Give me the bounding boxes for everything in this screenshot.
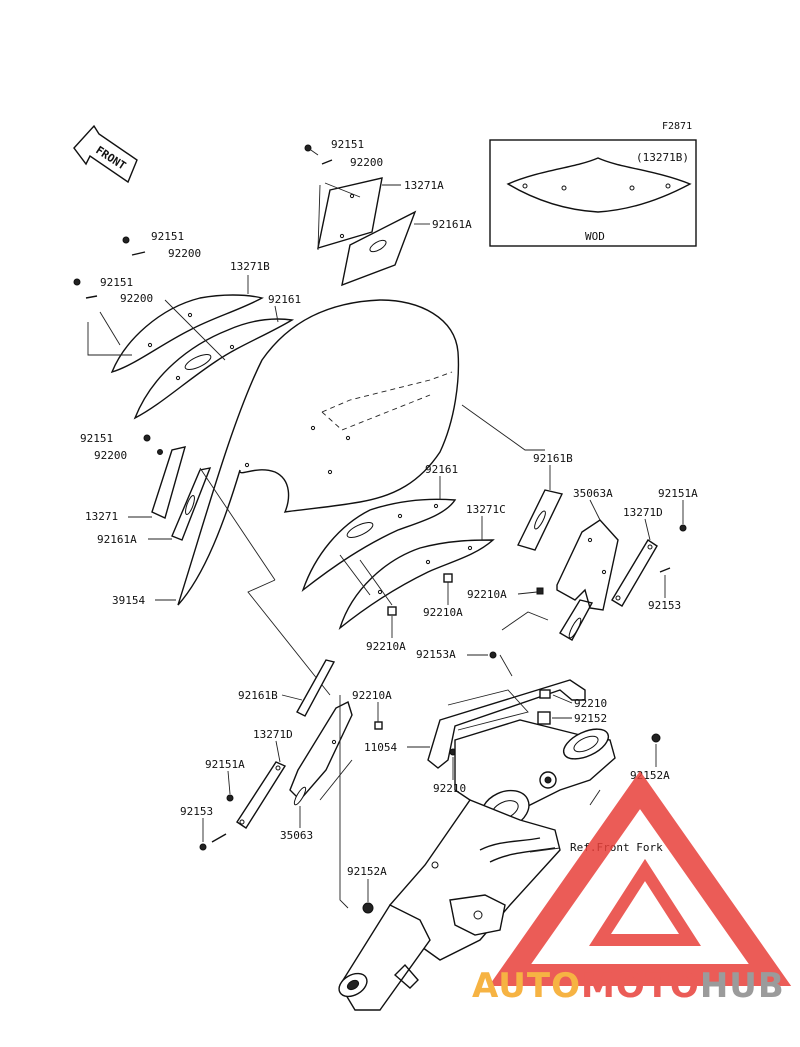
front-fork-assembly — [338, 719, 616, 1011]
label-92200-left2: 92200 — [120, 292, 153, 305]
label-35063: 35063 — [280, 829, 313, 842]
label-92200-top: 92200 — [350, 156, 383, 169]
label-92161a-mid: 92161A — [97, 533, 137, 546]
inset-part-ref: (13271B) — [636, 151, 689, 164]
panel-13271c — [338, 539, 495, 630]
label-92151-left2: 92151 — [100, 276, 133, 289]
label-92161b-right: 92161B — [533, 452, 573, 465]
part-labels: 92151 92200 13271A 92161A 92151 92200 13… — [80, 138, 698, 902]
label-13271: 13271 — [85, 510, 118, 523]
label-92210a-3: 92210A — [366, 640, 406, 653]
svg-text:AUTOMOTOHUB: AUTOMOTOHUB — [472, 966, 785, 1006]
watermark-auto: AUTO — [472, 966, 581, 1006]
label-92200-left1: 92200 — [168, 247, 201, 260]
label-13271d-right: 13271D — [623, 506, 663, 519]
label-92161-lower: 92161 — [425, 463, 458, 476]
label-92151a-lower: 92151A — [205, 758, 245, 771]
inset-windshield-panel — [506, 157, 692, 213]
figure-code: F2871 — [662, 121, 692, 132]
label-92210a-1: 92210A — [467, 588, 507, 601]
label-92210a-2: 92210A — [423, 606, 463, 619]
panel-13271b — [110, 294, 264, 374]
brace-11054 — [427, 651, 661, 769]
label-92151-top: 92151 — [331, 138, 364, 151]
label-92210-right: 92210 — [574, 697, 607, 710]
watermark-hub: HUB — [700, 966, 785, 1006]
label-92161b-lower: 92161B — [238, 689, 278, 702]
inset-box: (13271B) WOD — [489, 139, 697, 247]
label-92153-lower: 92153 — [180, 805, 213, 818]
label-13271a: 13271A — [404, 179, 444, 192]
label-92153-right: 92153 — [648, 599, 681, 612]
label-13271d-lower: 13271D — [253, 728, 293, 741]
panel-92161 — [133, 318, 295, 420]
label-92151-mid: 92151 — [80, 432, 113, 445]
right-brackets — [461, 404, 687, 641]
windshield-39154 — [177, 299, 460, 606]
label-13271c: 13271C — [466, 503, 506, 516]
label-92200-mid: 92200 — [94, 449, 127, 462]
watermark-moto: MOTO — [581, 966, 700, 1006]
inset-caption: WOD — [585, 230, 605, 243]
label-11054: 11054 — [364, 741, 397, 754]
label-92210a-4: 92210A — [352, 689, 392, 702]
label-39154: 39154 — [112, 594, 145, 607]
label-35063a: 35063A — [573, 487, 613, 500]
top-bracket-group — [304, 144, 417, 287]
label-92210-lower: 92210 — [433, 782, 466, 795]
left-upper-panels — [73, 236, 295, 420]
front-direction-arrow: FRONT — [73, 124, 138, 184]
label-13271b: 13271B — [230, 260, 270, 273]
label-92151-left1: 92151 — [151, 230, 184, 243]
lower-left-brackets — [199, 659, 383, 909]
label-92153a: 92153A — [416, 648, 456, 661]
label-92152a-lower: 92152A — [347, 865, 387, 878]
label-92152: 92152 — [574, 712, 607, 725]
watermark-logo: AUTOMOTOHUB — [472, 770, 792, 1006]
center-lower-panels — [301, 498, 495, 630]
left-mid-panels — [143, 434, 331, 696]
panel-92161-lower — [301, 498, 457, 593]
label-92151a-right: 92151A — [658, 487, 698, 500]
label-92161a-top: 92161A — [432, 218, 472, 231]
label-92161-upper: 92161 — [268, 293, 301, 306]
